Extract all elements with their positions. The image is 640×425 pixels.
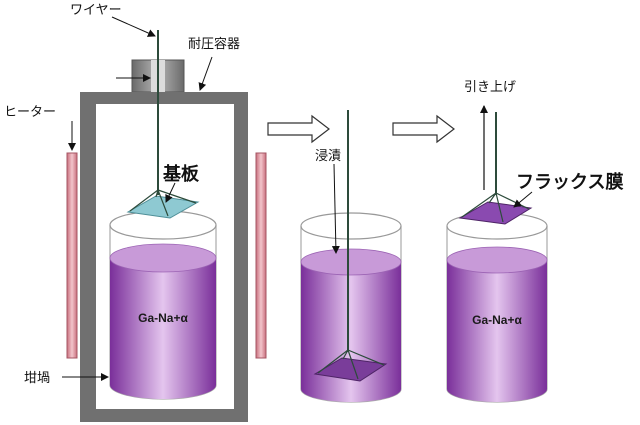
heater-right [255,152,267,359]
immersed-substrate [313,357,388,382]
substrate-holder-2 [317,349,385,380]
immersion-label: 浸漬 [315,149,341,164]
wire-label: ワイヤー [70,3,122,18]
heater-label: ヒーター [4,105,56,120]
crucible-2-rim [300,212,402,240]
flux-film-leader [513,191,533,208]
substrate-holder-1 [129,189,197,217]
substrate-holder-3 [461,192,530,223]
wire-leader [111,16,156,37]
process-arrow-1 [267,114,330,144]
melt-1-label: Ga-Na+α [138,311,188,325]
crucible-3 [446,212,548,403]
process-arrow-2 [392,114,455,144]
melt-1-surface [109,243,217,273]
melt-2-body [301,262,401,402]
melt-3-surface [446,246,548,274]
heater-left [66,152,78,359]
flux-film-label: フラックス膜 [516,171,623,193]
pressure-vessel-label: 耐圧容器 [188,36,240,52]
melt-1-body [110,258,216,399]
pull-up-label: 引き上げ [464,80,516,95]
substrate-label: 基板 [162,163,200,185]
melt-3-body [447,260,547,402]
crucible-label: 坩堝 [24,371,50,386]
immersion-leader [331,163,340,254]
melt-3-label: Ga-Na+α [472,313,522,327]
crucible-1 [109,210,217,400]
melt-2-surface [300,248,402,276]
substrate [126,195,200,219]
vessel-leader [198,56,213,91]
substrate-leader [165,182,176,203]
